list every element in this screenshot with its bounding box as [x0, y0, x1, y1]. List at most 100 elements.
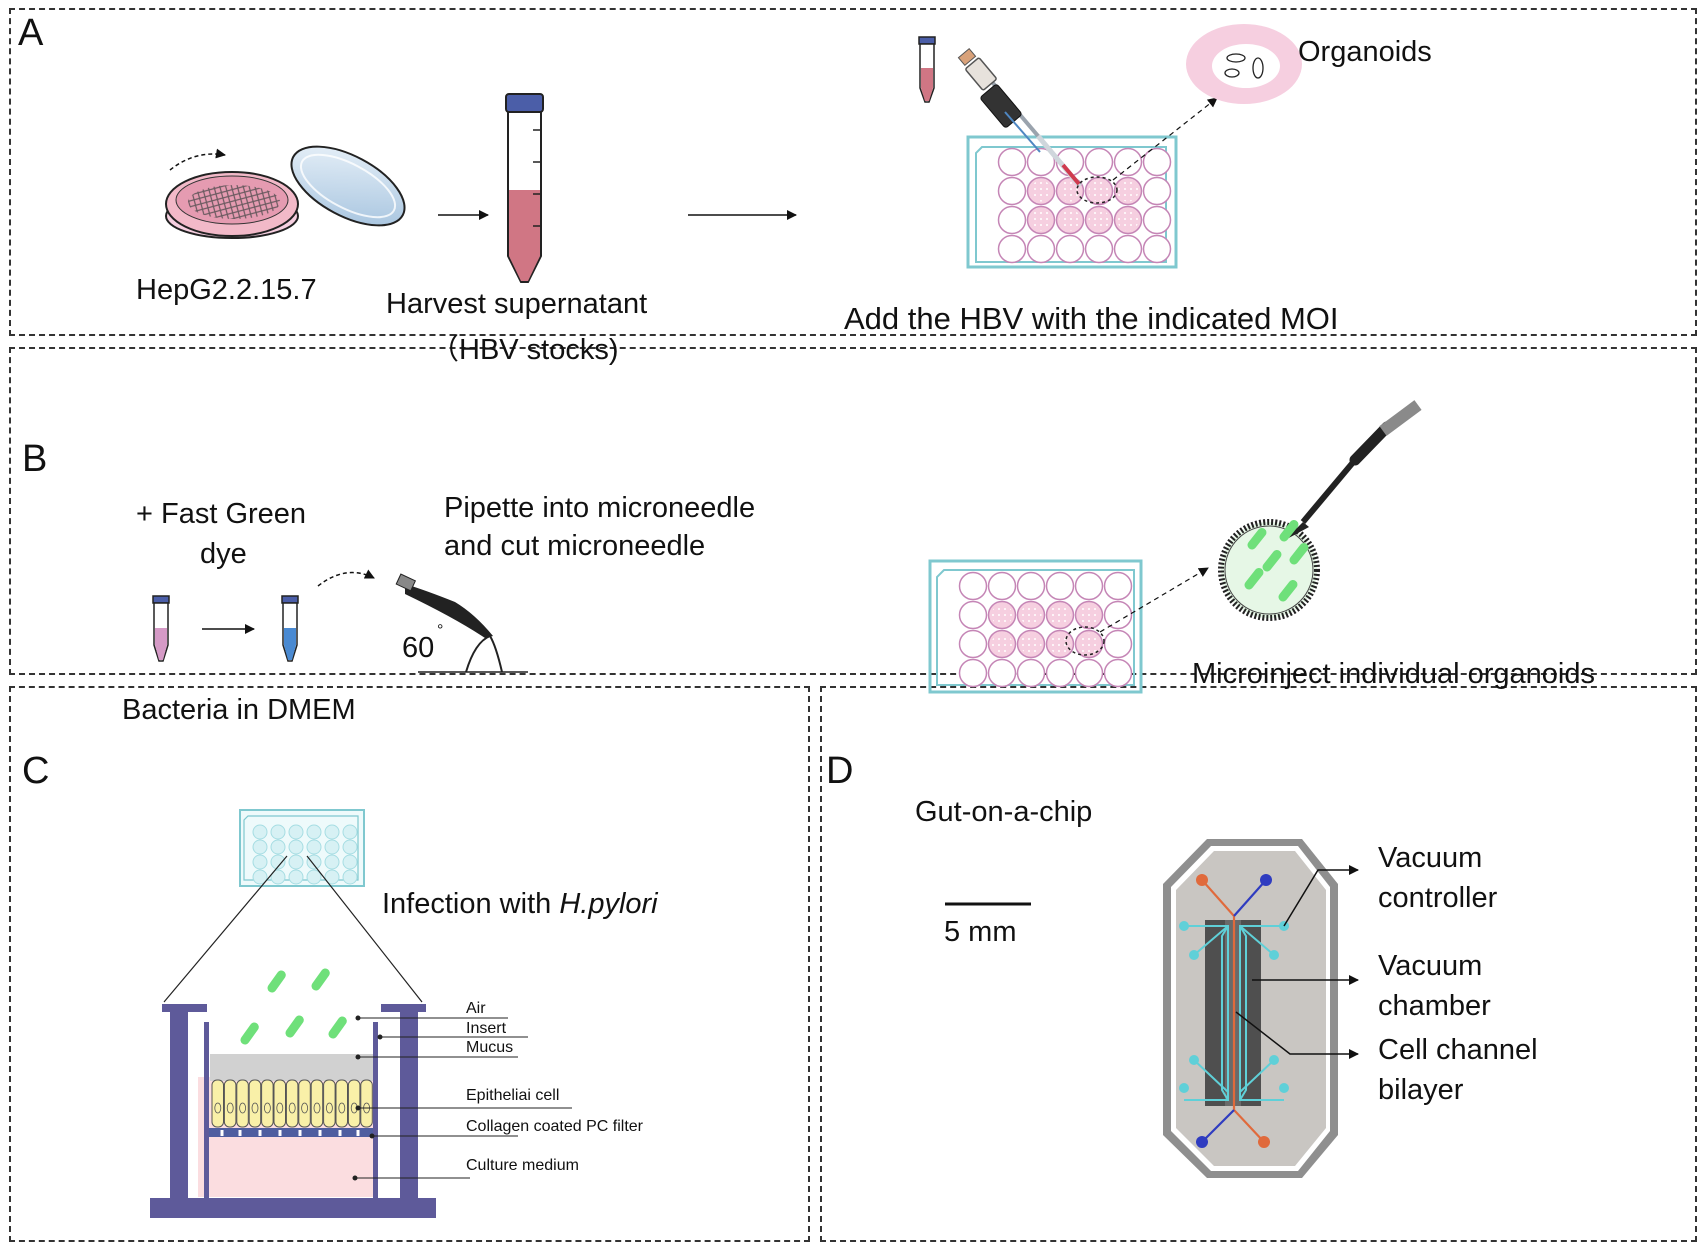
epithelial-cell [248, 1079, 262, 1128]
bacterium [1278, 579, 1298, 602]
well [958, 658, 988, 688]
cell-nucleus [263, 1102, 271, 1114]
layer-epithelial: Epitheliai cell [466, 1087, 560, 1104]
well [1045, 571, 1075, 601]
epithelial-cells [211, 1079, 373, 1128]
scale-label: 5 mm [944, 916, 1017, 948]
zoom-line-right [306, 855, 423, 1003]
epithelial-cell [261, 1079, 274, 1128]
bacterium [1279, 519, 1299, 542]
well [1142, 176, 1172, 206]
layer-collagen: Collagen coated PC filter [466, 1118, 643, 1135]
well-dots [1088, 180, 1110, 202]
arrow-b3 [1099, 567, 1209, 633]
well [270, 824, 286, 840]
cell-nucleus [251, 1102, 259, 1114]
cell-nucleus [288, 1102, 296, 1114]
epithelial-cell [223, 1079, 237, 1128]
well [1055, 234, 1085, 264]
cell-nucleus [338, 1102, 346, 1114]
angle-label: 60 [402, 632, 435, 664]
epithelial-cell [335, 1079, 348, 1128]
well [1016, 658, 1046, 688]
degree-symbol: ° [437, 622, 444, 639]
well [342, 854, 358, 870]
bacterium [267, 970, 286, 993]
conical-tube-icon [505, 93, 544, 283]
well-dots [991, 604, 1013, 626]
well [958, 600, 988, 630]
well [324, 839, 340, 855]
layer-insert: Insert [466, 1020, 507, 1037]
bacterium [240, 1022, 259, 1045]
well [1103, 658, 1133, 688]
well [306, 869, 322, 885]
well [342, 869, 358, 885]
well-dots [1088, 209, 1110, 231]
harvest-label-2: （HBV stocks) [430, 334, 619, 366]
well [997, 147, 1027, 177]
panel-c [9, 686, 810, 1242]
well [1026, 147, 1056, 177]
selected-well-a [1076, 176, 1118, 204]
selected-well-b [1065, 626, 1105, 656]
chip-title: Gut-on-a-chip [915, 796, 1093, 828]
epithelial-cell [347, 1079, 361, 1128]
layer-medium: Culture medium [466, 1157, 579, 1174]
well [1142, 234, 1172, 264]
bacterium [1244, 567, 1264, 590]
well [270, 854, 286, 870]
well-dots [1049, 604, 1071, 626]
bacterium [1262, 549, 1282, 572]
well [252, 839, 268, 855]
vacuum-chamber-2: chamber [1378, 990, 1491, 1022]
well [958, 629, 988, 659]
well [342, 824, 358, 840]
add-hbv-label: Add the HBV with the indicated MOI [844, 301, 1339, 336]
well-dots [1049, 633, 1071, 655]
organoids-inset-icon [1186, 24, 1302, 104]
well [288, 869, 304, 885]
well [270, 839, 286, 855]
microtube-pink-icon [152, 595, 170, 662]
well-dots [1078, 633, 1100, 655]
bacterium [1247, 527, 1267, 550]
well-dots [1030, 209, 1052, 231]
well [1074, 571, 1104, 601]
bacteria-organoid [1244, 519, 1309, 602]
cell-channel-2: bilayer [1378, 1074, 1464, 1106]
cell-nucleus [325, 1102, 333, 1114]
arrow-b2 [317, 569, 375, 587]
microtube-blue-icon [281, 595, 299, 662]
bacteria-c [240, 968, 347, 1045]
cell-nucleus [226, 1102, 234, 1114]
bacterium [285, 1015, 304, 1038]
well [252, 854, 268, 870]
dye-label-1: + Fast Green [136, 498, 307, 530]
organoids-label: Organoids [1298, 36, 1432, 68]
well [1045, 658, 1075, 688]
well [1103, 629, 1133, 659]
vacuum-controller-1: Vacuum [1378, 842, 1483, 874]
chip-icon [1163, 839, 1338, 1178]
well [1026, 234, 1056, 264]
pipette-label-1: Pipette into microneedle [444, 492, 756, 524]
vacuum-controller-2: controller [1378, 882, 1498, 914]
microneedle-icon [395, 573, 528, 673]
zoom-line-left [163, 855, 288, 1003]
well [270, 869, 286, 885]
well-dots [991, 633, 1013, 655]
well [288, 839, 304, 855]
cell-nucleus [313, 1102, 321, 1114]
cell-nucleus [276, 1102, 284, 1114]
well [252, 869, 268, 885]
well [342, 839, 358, 855]
well-dots [1117, 180, 1139, 202]
well [306, 839, 322, 855]
petri-dish-icon [165, 145, 406, 239]
microtube-icon [918, 36, 936, 103]
well [324, 854, 340, 870]
cell-nucleus [214, 1102, 222, 1114]
bacterium [311, 968, 330, 991]
